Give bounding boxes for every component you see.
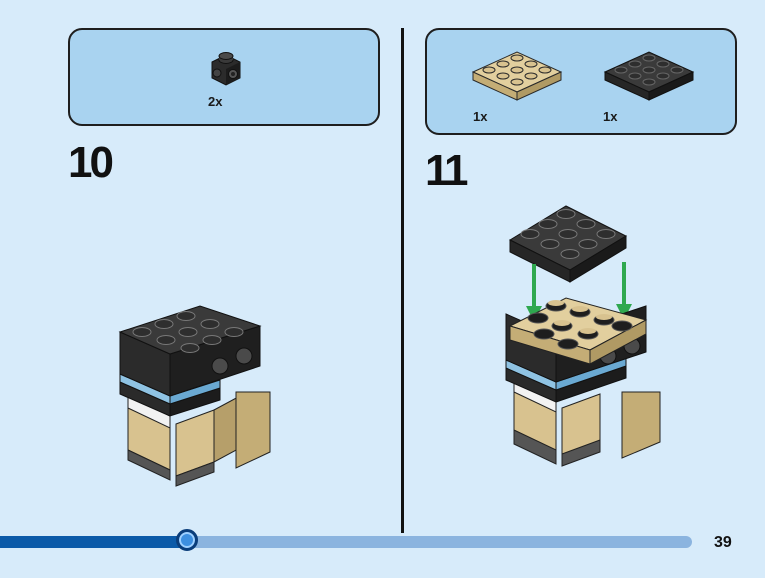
black-1x1-brick-with-side-studs-icon [211,52,241,86]
tan-plate-3x3-icon [471,51,563,101]
part-quantity: 1x [473,109,488,124]
part-quantity: 2x [208,94,223,109]
parts-callout-step-11: 1x 1x [425,28,737,135]
step-10-model-illustration [118,305,271,487]
step-divider [401,28,404,533]
step-number-10: 10 [68,138,114,187]
progress-bar [0,529,692,551]
page-number: 39 [714,534,732,551]
part-quantity: 1x [603,109,618,124]
progress-knob-icon [176,529,198,551]
black-plate-3x3-icon [603,51,695,101]
progress-bar-fill [0,536,187,548]
parts-callout-step-10: 2x [68,28,380,126]
step-number-11: 11 [425,146,468,195]
step-11-model-illustration [505,205,661,467]
